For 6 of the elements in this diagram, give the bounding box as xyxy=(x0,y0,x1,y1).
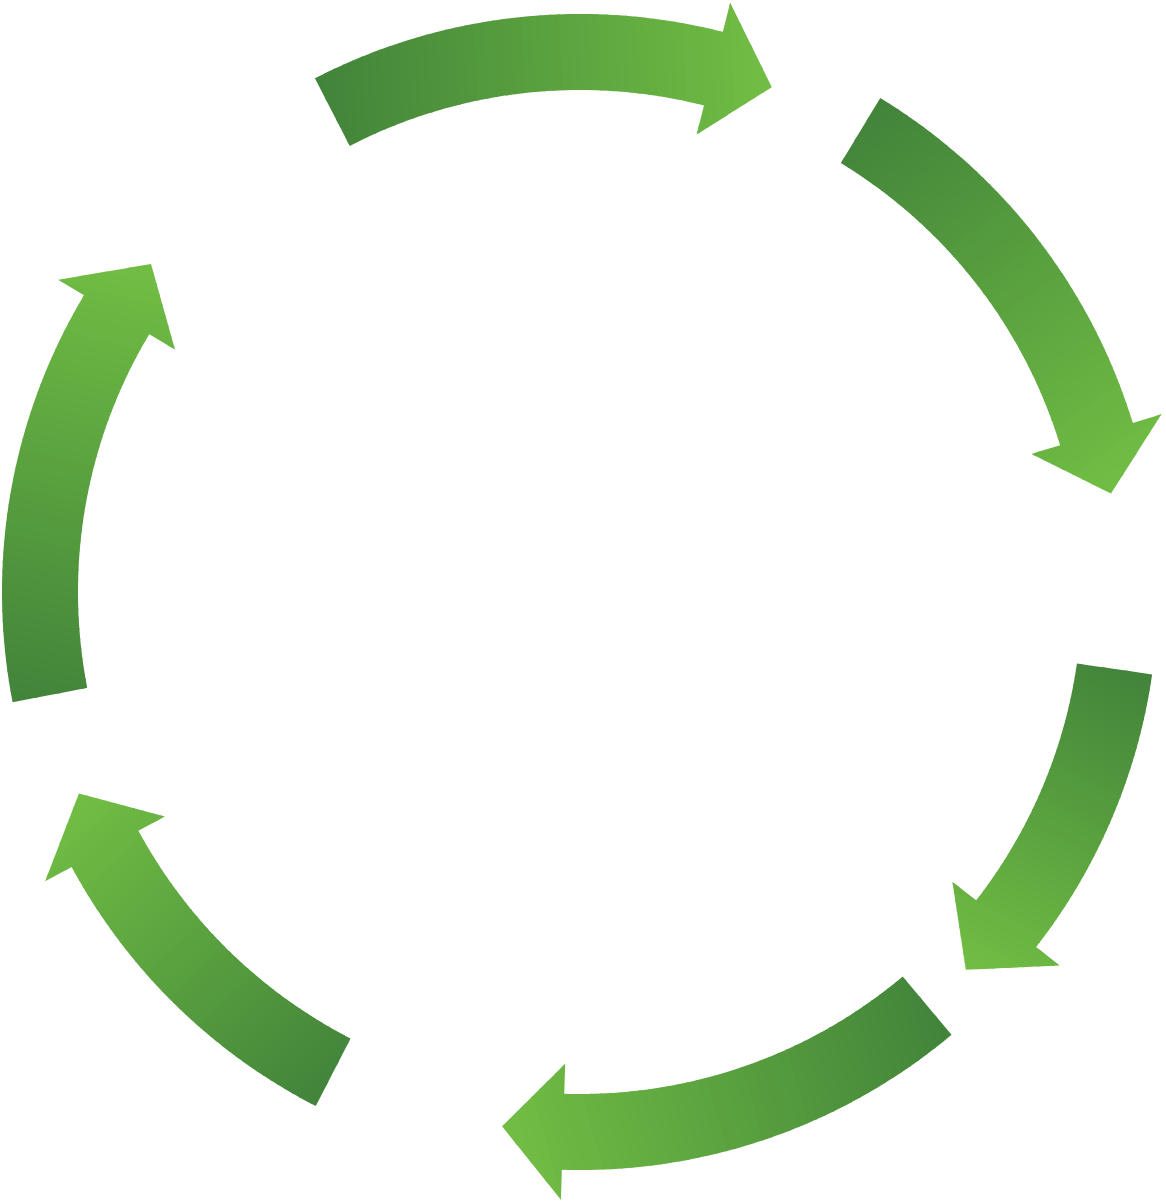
curved-arrow xyxy=(2,264,175,703)
curved-arrow xyxy=(314,2,772,146)
curved-arrow xyxy=(45,793,351,1107)
curved-arrow xyxy=(502,976,952,1200)
curved-arrow xyxy=(952,663,1153,970)
curved-arrow xyxy=(840,98,1162,494)
